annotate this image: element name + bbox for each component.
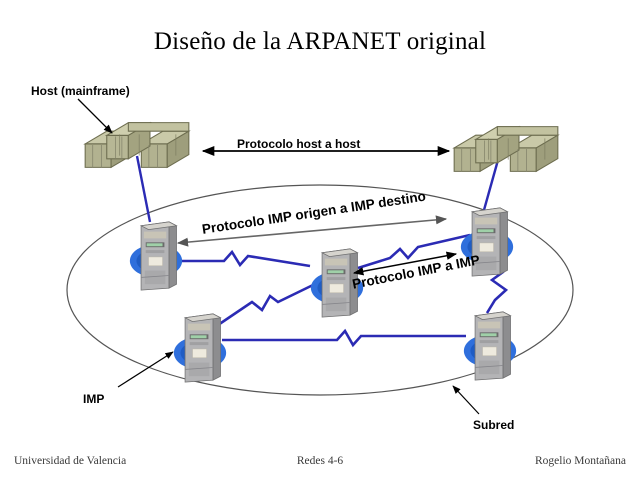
host-right-link <box>482 159 500 211</box>
host-link-group <box>135 155 500 223</box>
host-mainframe-right <box>453 126 559 172</box>
imp-node-bottom-left <box>173 313 227 383</box>
footer-right: Rogelio Montañana <box>534 455 626 467</box>
imp-node-top-left <box>129 221 183 291</box>
imp-label-pointer <box>117 351 174 388</box>
link-center-bottomleft <box>217 283 314 327</box>
subred-label-pointer <box>452 385 480 415</box>
label-imp: IMP <box>83 392 105 406</box>
host-left-link <box>135 155 152 223</box>
imp-origin-dest-arrow <box>176 215 448 247</box>
label-host-to-host: Protocolo host a host <box>237 137 361 151</box>
host-label-pointer <box>77 98 113 134</box>
label-host: Host (mainframe) <box>31 84 130 98</box>
footer-left: Universidad de Valencia <box>14 455 127 467</box>
link-topleft-center <box>172 249 311 268</box>
page-title: Diseño de la ARPANET original <box>153 28 487 55</box>
link-bottomleft-bottomright <box>222 328 466 348</box>
label-subred: Subred <box>473 418 515 432</box>
footer-center: Redes 4-6 <box>296 455 344 467</box>
imp-node-bottom-right <box>463 311 517 381</box>
imp-to-imp-arrow <box>352 251 458 276</box>
subnet-ellipse <box>66 184 574 396</box>
